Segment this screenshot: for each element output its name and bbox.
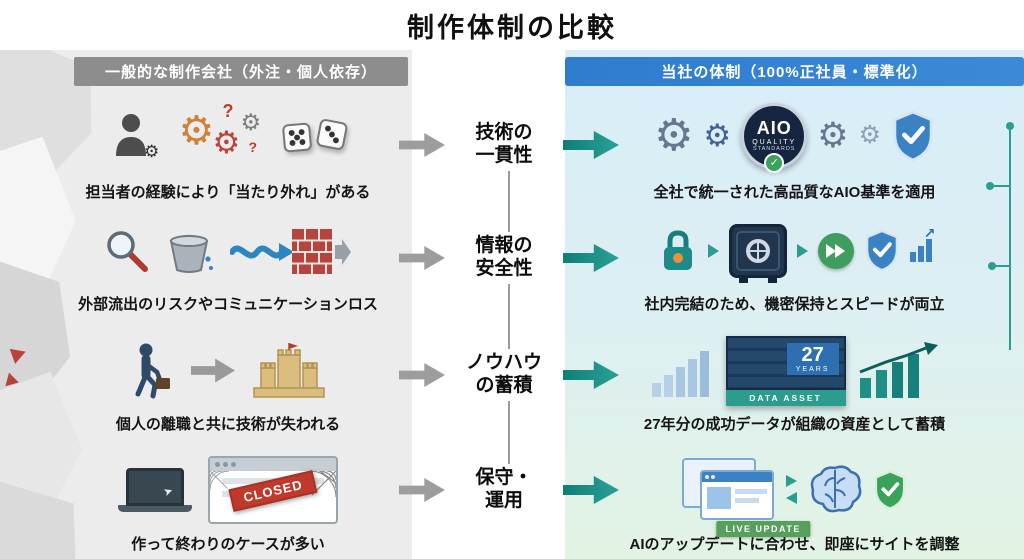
right-caption-3: 27年分の成功データが組織の資産として蓄積 <box>643 416 946 433</box>
flow-arrow-icon <box>707 243 719 258</box>
right-arrow-icon <box>562 244 619 272</box>
safe-icon <box>728 223 787 283</box>
flow-arrow-icon <box>796 243 808 258</box>
gear-icon: ⚙ <box>653 110 694 160</box>
up-arrow-icon: ↗ <box>923 225 936 241</box>
check-icon: ✓ <box>764 152 785 173</box>
left-panel: 一般的な制作会社（外注・個人依存） ⚙ ⚙ ⚙ ⚙ ? ? <box>0 50 412 559</box>
question-mark: ? <box>222 100 234 121</box>
left-row-security: 外部流出のリスクやコミュニケーションロス <box>52 208 404 314</box>
spiderweb-icon <box>210 470 230 490</box>
data-asset-badge: DATA ASSET <box>725 389 846 406</box>
gear-icon: ⚙ <box>858 121 882 149</box>
left-arrow-icon <box>399 133 445 157</box>
years-panel: 27 YEARS <box>786 342 839 375</box>
person-gear-icon: ⚙ <box>115 113 159 161</box>
cursor-icon: ➤ <box>161 484 175 499</box>
sync-arrows-icon <box>786 475 797 504</box>
gear-icon: ⚙ <box>817 116 849 155</box>
shield-check-icon <box>874 469 906 510</box>
closed-site-icon: CLOSED <box>208 455 338 524</box>
category-consistency: 技術の 一貫性 <box>399 115 619 175</box>
shield-check-icon <box>865 229 898 272</box>
left-caption-1: 担当者の経験により「当たり外れ」がある <box>85 184 371 201</box>
right-panel: 当社の体制（100%正社員・標準化） ⚙ ⚙ AIO QUALITY STAND… <box>565 50 1024 559</box>
left-row-knowhow: 個人の離職と共に技術が失われる <box>52 328 404 434</box>
fast-forward-icon <box>817 232 854 269</box>
sandcastle-icon <box>253 342 325 398</box>
left-arrow-icon <box>399 478 445 502</box>
category-knowhow: ノウハウ の蓄積 <box>399 345 619 405</box>
left-arrow-icon <box>399 246 445 270</box>
category-label: 技術の 一貫性 <box>470 119 538 171</box>
spiderweb-icon <box>309 470 336 497</box>
left-caption-2: 外部流出のリスクやコミュニケーションロス <box>78 296 378 313</box>
category-label: ノウハウ の蓄積 <box>460 349 547 401</box>
lock-icon <box>663 229 692 270</box>
gear-icon: ⚙ <box>703 118 732 153</box>
right-caption-4: AIのアップデートに合わせ、即座にサイトを調整 <box>629 536 960 553</box>
safe-dial <box>745 238 770 263</box>
closed-stamp: CLOSED <box>228 469 318 512</box>
right-arrow-icon <box>562 361 619 389</box>
walking-person-icon <box>135 343 170 398</box>
right-row-knowhow: 27 YEARS DATA ASSET 27年分の成功データが組織の資産として蓄… <box>571 328 1018 434</box>
data-server-icon: 27 YEARS DATA ASSET <box>725 335 846 406</box>
right-row-security: ↗ 社内完結のため、機密保持とスピードが両立 <box>571 208 1018 314</box>
magnifier-icon <box>107 230 148 272</box>
right-panel-header: 当社の体制（100%正社員・標準化） <box>565 57 1024 86</box>
category-connector-line <box>508 170 510 470</box>
category-security: 情報の 安全性 <box>399 228 619 288</box>
circuit-decoration <box>986 122 1014 350</box>
category-label: 情報の 安全性 <box>470 232 538 284</box>
right-row-consistency: ⚙ ⚙ AIO QUALITY STANDARDS ✓ ⚙ ⚙ 全社で統一された… <box>571 90 1018 202</box>
svg-text:⚙: ⚙ <box>144 142 159 161</box>
browser-windows-icon <box>682 457 776 522</box>
ai-brain-icon <box>810 464 862 512</box>
aio-quality-badge: AIO QUALITY STANDARDS ✓ <box>741 102 808 173</box>
right-caption-2: 社内完結のため、機密保持とスピードが両立 <box>644 296 945 313</box>
category-maintenance: 保守・ 運用 <box>399 460 619 520</box>
right-arrow-icon <box>562 131 619 159</box>
left-caption-4: 作って終わりのケースが多い <box>131 536 325 553</box>
left-arrow-icon <box>399 363 445 387</box>
bar-chart-light-icon <box>651 350 709 397</box>
shield-check-icon <box>893 110 933 161</box>
left-row-maintenance: ➤ CLOSED 作って終わりのケースが多い <box>52 446 404 554</box>
laptop-icon: ➤ <box>118 467 192 512</box>
wall-leak-icon <box>230 228 351 274</box>
bucket-icon <box>169 234 213 273</box>
page-title: 制作体制の比較 <box>407 13 617 43</box>
left-panel-header: 一般的な制作会社（外注・個人依存） <box>74 57 408 86</box>
right-row-maintenance: LIVE UPDATE AIのアップデートに合わせ、即座にサイトを調整 <box>571 446 1018 554</box>
right-arrow-icon <box>562 476 619 504</box>
gears-question-icon: ⚙ ⚙ ⚙ ? ? <box>178 100 262 160</box>
bar-chart-icon: ↗ <box>909 225 936 262</box>
left-caption-3: 個人の離職と共に技術が失われる <box>115 416 341 433</box>
dice-icon <box>281 117 348 153</box>
right-caption-1: 全社で統一された高品質なAIO基準を適用 <box>653 184 936 201</box>
growth-chart-icon <box>858 341 938 398</box>
category-label: 保守・ 運用 <box>470 464 538 516</box>
loss-arrow-icon <box>191 358 235 383</box>
left-row-consistency: ⚙ ⚙ ⚙ ⚙ ? ? 担当者の経験により「当たり外れ」がある <box>52 90 404 202</box>
live-update-badge: LIVE UPDATE <box>716 521 810 537</box>
question-mark: ? <box>248 138 258 155</box>
